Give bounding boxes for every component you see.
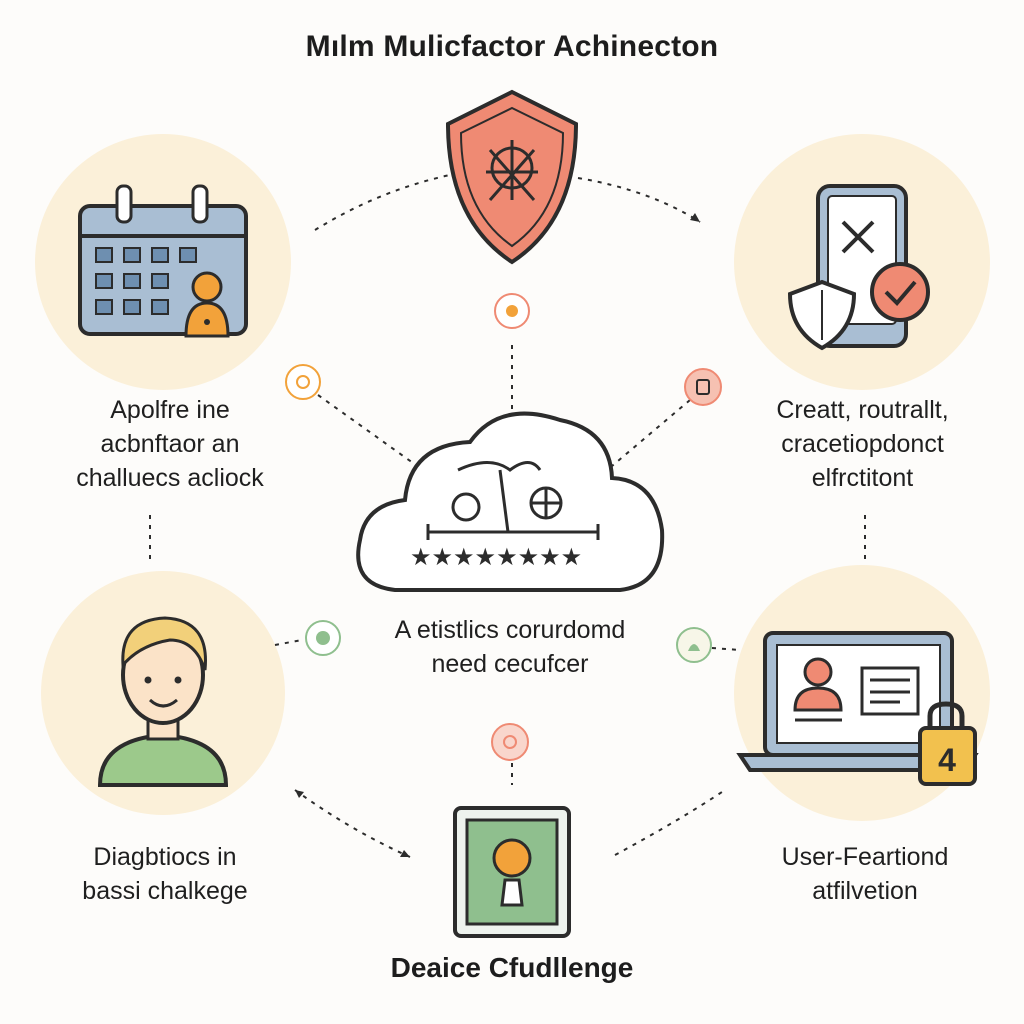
lock-number: 4 — [938, 742, 956, 778]
connector-right-mid — [711, 647, 741, 651]
arrowheads — [295, 213, 700, 857]
connector-shield-topright — [577, 177, 701, 223]
top-left-label: Apolfre ine acbnftaor an challuecs aclio… — [50, 393, 290, 495]
bottom-left-label: Diagbtiocs in bassi chalkege — [45, 840, 285, 908]
connector-topleft-shield — [314, 174, 451, 231]
laptop-lock-icon: 4 — [736, 631, 979, 786]
center-line-1: A etistlics corurdomd — [394, 616, 626, 644]
top-right-line-1: Creatt, routrallt, — [776, 396, 949, 424]
node-dots — [285, 293, 722, 761]
phone-shield-check-icon — [787, 184, 930, 351]
arrowhead-topright — [690, 213, 700, 222]
calendar-user-icon — [78, 184, 248, 338]
bottom-right-label: User-Feartiond atfilvetion — [740, 840, 990, 908]
bottom-left-line-1: Diagbtiocs in — [93, 843, 237, 871]
arrowhead-device — [400, 850, 410, 857]
svg-text:★★★★★★★★: ★★★★★★★★ — [410, 543, 582, 571]
connectors — [149, 174, 866, 858]
star-rating: ★★★★★★★★ — [410, 543, 582, 571]
center-label: A etistlics corurdomd need cecufcer — [350, 613, 670, 681]
bottom-right-line-1: User-Feartiond — [781, 843, 949, 871]
connector-device-bottomright — [614, 789, 726, 856]
top-right-line-3: elfrctitont — [811, 464, 914, 492]
diagram-title: Mılm Mulicfactor Achinecton — [305, 30, 719, 63]
device-icon — [453, 806, 571, 938]
bottom-right-line-2: atfilvetion — [812, 877, 918, 905]
connector-topright-cloud — [611, 399, 691, 467]
shield-icon — [445, 89, 579, 265]
top-left-line-1: Apolfre ine — [110, 396, 230, 424]
connector-left-mid — [274, 639, 303, 646]
top-right-label: Creatt, routrallt, cracetiopdonct elfrct… — [730, 393, 995, 495]
connector-bottomleft-device — [294, 789, 411, 858]
top-left-line-3: challuecs acliock — [76, 464, 264, 492]
bottom-left-line-2: bassi chalkege — [82, 877, 248, 905]
cloud-stars-icon: ★★★★★★★★ — [356, 411, 665, 592]
connector-topleft-cloud — [317, 394, 421, 469]
top-right-line-2: cracetiopdonct — [781, 430, 944, 458]
center-line-2: need cecufcer — [431, 650, 589, 678]
user-avatar-icon — [97, 616, 229, 787]
top-left-line-2: acbnftaor an — [100, 430, 240, 458]
footer-caption: Deaice Cfudllenge — [390, 952, 634, 983]
arrowhead-bottomleft — [295, 790, 304, 798]
